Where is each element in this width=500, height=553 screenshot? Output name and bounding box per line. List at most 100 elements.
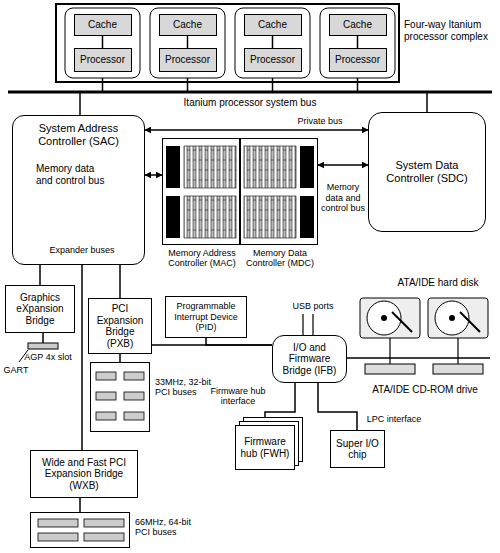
node-title: Cache [170,19,205,31]
bus-connector [187,36,189,48]
node-title: System Data Controller (SDC) [369,159,485,184]
firmware-hub: Firmware hub (FWH) [235,425,295,470]
bridge-box: I/O and Firmware Bridge (IFB) [272,335,347,383]
node-title: Firmware hub (FWH) [236,436,294,459]
bus-connector [357,36,359,48]
node-title: System Address Controller (SAC) [13,122,144,147]
pci-slot [96,392,116,400]
bus-connector [272,36,274,48]
hard-disk [428,298,488,338]
part-label: Itanium processor system bus [150,97,350,109]
disk-hub [449,315,455,321]
ata-bus [347,357,490,359]
memory-module [244,196,296,238]
node-title: Super I/O chip [331,438,384,461]
memory-chip [300,146,314,188]
memory-module [244,146,296,188]
usb-wire [302,314,303,335]
bus-tap [79,92,81,115]
ata-wire [457,338,458,364]
node-title: Processor [77,54,128,66]
bus-connector [145,174,162,176]
bus-connector [119,354,121,362]
bus-taps [80,78,427,115]
bus-tap [102,78,104,92]
processor-box: Processor [74,48,132,72]
memory-chip [300,196,314,238]
bridge-box: PCI Expansion Bridge (PXB) [88,298,152,354]
system-bus [8,91,492,94]
pci-slot [96,412,116,420]
memory-module [184,146,236,188]
part-label: AGP 4x slot [18,352,78,362]
bus-connector [206,338,272,345]
pci-slot [38,533,78,541]
disk-hub [381,315,387,321]
part-label: ATA/IDE hard disk [383,277,493,289]
memory-chip [166,196,180,238]
node-title: Cache [85,19,120,31]
node-title: Processor [162,54,213,66]
disk-arm [460,312,480,332]
bus-label: Memory data and control bus [318,182,368,213]
bus-connector [79,498,81,512]
disk-platter [367,301,401,335]
node-title: PCI Expansion Bridge (PXB) [89,303,151,349]
pci-slot [124,392,144,400]
interrupt-box: Programmable Interrupt Device (PID) [165,296,247,338]
node-caption: Memory Address Controller (MAC) [160,248,244,269]
pci-slot [38,519,78,527]
node-caption: 33MHz, 32-bit PCI buses [155,377,215,398]
bus-tap [272,78,274,92]
usb-wire [312,314,313,335]
processor-box: Processor [244,48,302,72]
agp-slot [28,343,58,349]
cache-box: Cache [244,14,302,36]
disk-platter [435,301,469,335]
node-title: Graphics eXpansion Bridge [6,292,74,327]
part-label: ATA/IDE CD-ROM drive [360,384,490,396]
processor-complex: Four-way Itanium processor complexCacheP… [55,3,400,83]
part-label: USB ports [288,301,338,311]
memory-chip [166,146,180,188]
bus-connector [102,36,104,48]
pci-slot [84,533,124,541]
cdrom-drive [365,364,415,374]
node-title: Processor [247,54,298,66]
cache-box: Cache [74,14,132,36]
bus-connector [119,265,121,298]
disk-arm [392,312,412,332]
processor-frame [65,8,140,78]
processor-frame [235,8,310,78]
bus-tap [426,92,428,112]
pci-slot [84,519,124,527]
processor-frame [320,8,395,78]
ata-wire [389,338,390,364]
bus-tap [187,78,189,92]
memory-module [184,196,236,238]
pci-board: 33MHz, 32-bit PCI buses [90,362,150,432]
memory-board: Memory Data Controller (MDC) [240,138,318,245]
bus-label: LPC interface [363,414,425,424]
node-title: Wide and Fast PCI Expansion Bridge (WXB) [31,457,137,492]
hard-disk [360,298,420,338]
memory-board: Memory Address Controller (MAC) [162,138,240,245]
node-caption: 66MHz, 64-bit PCI buses [135,517,199,538]
bus-connector [39,265,41,285]
node-title: Cache [255,19,290,31]
bus-connector [145,129,368,131]
bus-connector [318,164,368,166]
node-note: Memory data and control bus [33,163,111,186]
part-label: Expander buses [42,245,122,255]
node-title: Cache [340,19,375,31]
bus-label: Firmware hub interface [207,386,269,407]
bus-label: Private bus [290,116,350,126]
node-caption: Four-way Itanium processor complex [404,19,496,42]
node-title: I/O and Firmware Bridge (IFB) [273,342,346,377]
bridge-box: Wide and Fast PCI Expansion Bridge (WXB) [30,450,138,498]
bus-connector [318,383,357,430]
node-title: Processor [332,54,383,66]
controller-box: System Data Controller (SDC) [368,112,486,232]
cdrom-drive [433,364,483,374]
